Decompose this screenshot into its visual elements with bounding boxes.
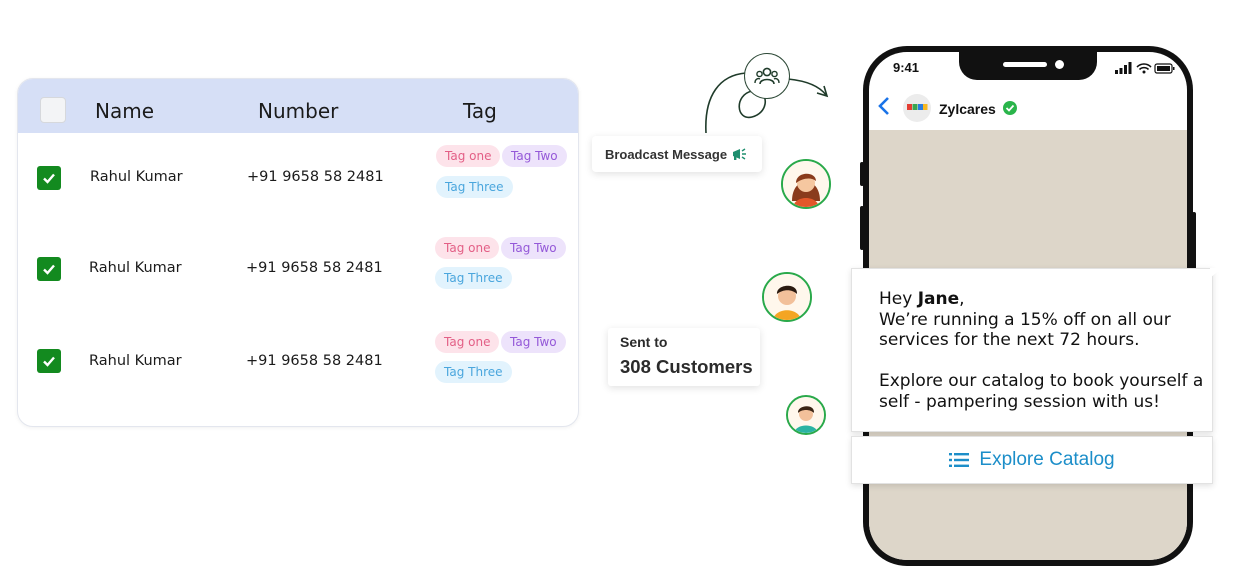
broadcast-label: Broadcast Message bbox=[604, 146, 728, 162]
list-icon bbox=[949, 453, 970, 467]
column-header-name[interactable]: Name bbox=[95, 99, 155, 123]
contact-number: +91 9658 58 2481 bbox=[247, 169, 384, 185]
sent-to-card: Sent to 308 Customers bbox=[608, 328, 760, 386]
contact-name: Rahul Kumar bbox=[90, 169, 183, 185]
customer-avatar bbox=[786, 395, 826, 435]
table-row[interactable]: Rahul Kumar +91 9658 58 2481 Tag one Tag… bbox=[18, 317, 578, 409]
tag-chip[interactable]: Tag Three bbox=[436, 176, 513, 198]
greeting-name: Jane bbox=[917, 289, 960, 309]
tag-chip[interactable]: Tag Three bbox=[435, 267, 512, 289]
group-icon bbox=[744, 53, 790, 99]
row-checkbox[interactable] bbox=[37, 257, 61, 281]
table-row[interactable]: Rahul Kumar +91 9658 58 2481 Tag one Tag… bbox=[18, 133, 578, 225]
verified-badge-icon bbox=[1003, 101, 1017, 115]
customer-avatar bbox=[762, 272, 812, 322]
check-icon bbox=[43, 264, 55, 275]
contacts-table: Name Number Tag Rahul Kumar +91 9658 58 … bbox=[17, 78, 579, 427]
message-greeting: Hey Jane, bbox=[879, 289, 1209, 310]
phone-side-button bbox=[860, 162, 864, 186]
phone-notch bbox=[959, 52, 1097, 80]
contact-number: +91 9658 58 2481 bbox=[246, 353, 383, 369]
check-icon bbox=[43, 173, 55, 184]
table-row[interactable]: Rahul Kumar +91 9658 58 2481 Tag one Tag… bbox=[18, 225, 578, 317]
customer-avatar bbox=[781, 159, 831, 209]
back-button[interactable] bbox=[877, 95, 891, 121]
tag-chip[interactable]: Tag one bbox=[436, 145, 501, 167]
tag-chip[interactable]: Tag Two bbox=[501, 331, 566, 353]
contact-name: Rahul Kumar bbox=[89, 260, 182, 276]
sent-count: 308 Customers bbox=[620, 356, 753, 377]
message-line-1: We’re running a 15% off on all our servi… bbox=[879, 309, 1171, 351]
chat-header: Zylcares bbox=[869, 88, 1187, 130]
explore-catalog-button[interactable]: Explore Catalog bbox=[851, 436, 1213, 484]
message-line-2: Explore our catalog to book yourself a s… bbox=[879, 371, 1204, 412]
business-name[interactable]: Zylcares bbox=[939, 101, 996, 117]
select-all-checkbox[interactable] bbox=[40, 97, 66, 123]
tag-chip[interactable]: Tag Two bbox=[501, 237, 566, 259]
sent-to-label: Sent to bbox=[620, 334, 668, 350]
check-icon bbox=[43, 356, 55, 367]
explore-catalog-label: Explore Catalog bbox=[979, 449, 1115, 470]
phone-side-button bbox=[860, 206, 864, 250]
row-checkbox[interactable] bbox=[37, 349, 61, 373]
bubble-tail bbox=[1210, 268, 1222, 278]
business-logo[interactable] bbox=[903, 94, 931, 122]
message-bubble: Hey Jane, We’re running a 15% off on all… bbox=[851, 268, 1213, 432]
status-time: 9:41 bbox=[893, 60, 920, 75]
greeting-prefix: Hey bbox=[879, 289, 918, 309]
column-header-number[interactable]: Number bbox=[258, 99, 339, 123]
tag-chip[interactable]: Tag Two bbox=[502, 145, 567, 167]
column-header-tag[interactable]: Tag bbox=[463, 99, 497, 123]
contact-number: +91 9658 58 2481 bbox=[246, 260, 383, 276]
contact-name: Rahul Kumar bbox=[89, 353, 182, 369]
megaphone-icon bbox=[733, 148, 747, 160]
tag-chip[interactable]: Tag one bbox=[435, 331, 500, 353]
status-bar-icons bbox=[1115, 62, 1175, 74]
tag-chip[interactable]: Tag one bbox=[435, 237, 500, 259]
tag-chip[interactable]: Tag Three bbox=[435, 361, 512, 383]
greeting-suffix: , bbox=[959, 289, 965, 309]
chevron-left-icon bbox=[878, 97, 889, 115]
table-header: Name Number Tag bbox=[18, 79, 578, 133]
row-checkbox[interactable] bbox=[37, 166, 61, 190]
phone-side-button bbox=[1192, 212, 1196, 272]
message-text: Hey Jane, We’re running a 15% off on all… bbox=[879, 289, 1209, 412]
broadcast-message-card[interactable]: Broadcast Message bbox=[592, 136, 762, 172]
